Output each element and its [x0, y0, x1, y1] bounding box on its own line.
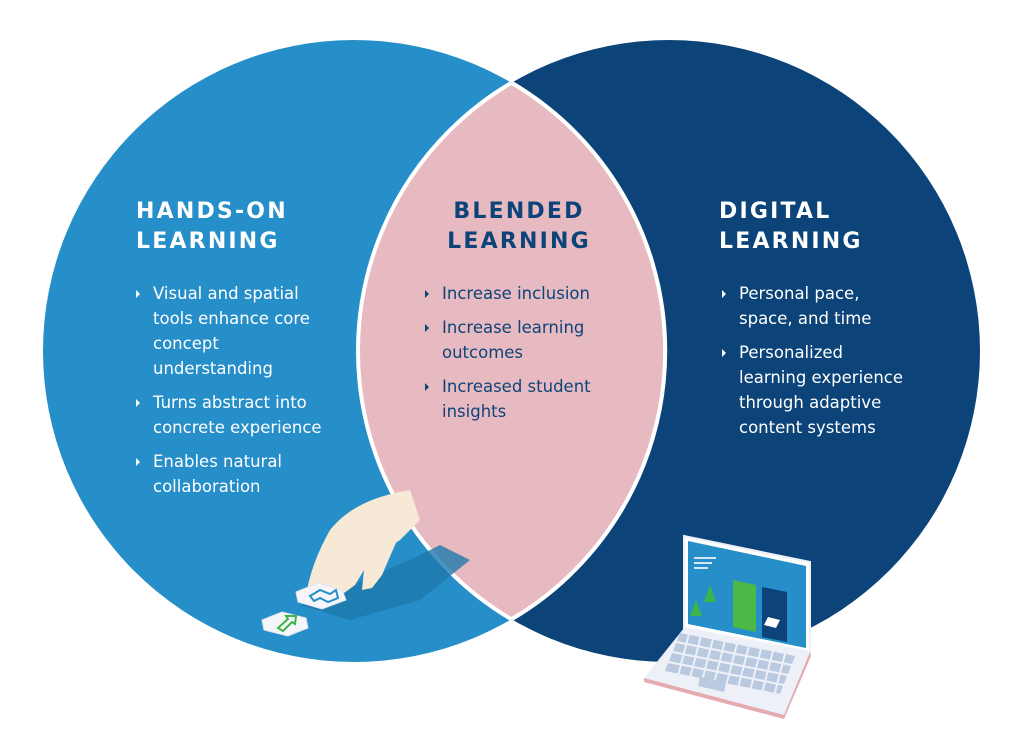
- blended-heading: BLENDED LEARNING: [444, 197, 594, 257]
- bullet-arrow-icon: [425, 290, 429, 298]
- laptop-icon: [644, 534, 811, 719]
- bullet-arrow-icon: [722, 290, 726, 298]
- list-item: Personalized learning experience through…: [722, 340, 907, 440]
- blended-title-line2: LEARNING: [447, 229, 591, 254]
- hands-on-title-line1: HANDS-ON: [136, 199, 288, 224]
- hands-on-bullet-list: Visual and spatial tools enhance core co…: [136, 281, 341, 508]
- blended-bullet-list: Increase inclusion Increase learning out…: [425, 281, 605, 433]
- bullet-arrow-icon: [722, 349, 726, 357]
- list-item: Increase inclusion: [425, 281, 605, 306]
- blended-title-line1: BLENDED: [453, 199, 585, 224]
- list-item: Visual and spatial tools enhance core co…: [136, 281, 341, 381]
- hands-on-heading: HANDS-ON LEARNING: [136, 197, 288, 257]
- digital-title-line2: LEARNING: [719, 229, 863, 254]
- bullet-arrow-icon: [136, 399, 140, 407]
- hands-on-title-line2: LEARNING: [136, 229, 280, 254]
- bullet-arrow-icon: [425, 324, 429, 332]
- bullet-arrow-icon: [136, 458, 140, 466]
- bullet-arrow-icon: [425, 383, 429, 391]
- bullet-arrow-icon: [136, 290, 140, 298]
- list-item: Increased student insights: [425, 374, 605, 424]
- blended-overlap: [356, 40, 668, 662]
- list-item: Increase learning outcomes: [425, 315, 605, 365]
- digital-heading: DIGITAL LEARNING: [719, 197, 863, 257]
- list-item: Enables natural collaboration: [136, 449, 341, 499]
- list-item: Turns abstract into concrete experience: [136, 390, 341, 440]
- hand-placing-puzzle-tiles-icon: [261, 490, 470, 637]
- digital-title-line1: DIGITAL: [719, 199, 832, 224]
- digital-bullet-list: Personal pace, space, and time Personali…: [722, 281, 907, 449]
- list-item: Personal pace, space, and time: [722, 281, 907, 331]
